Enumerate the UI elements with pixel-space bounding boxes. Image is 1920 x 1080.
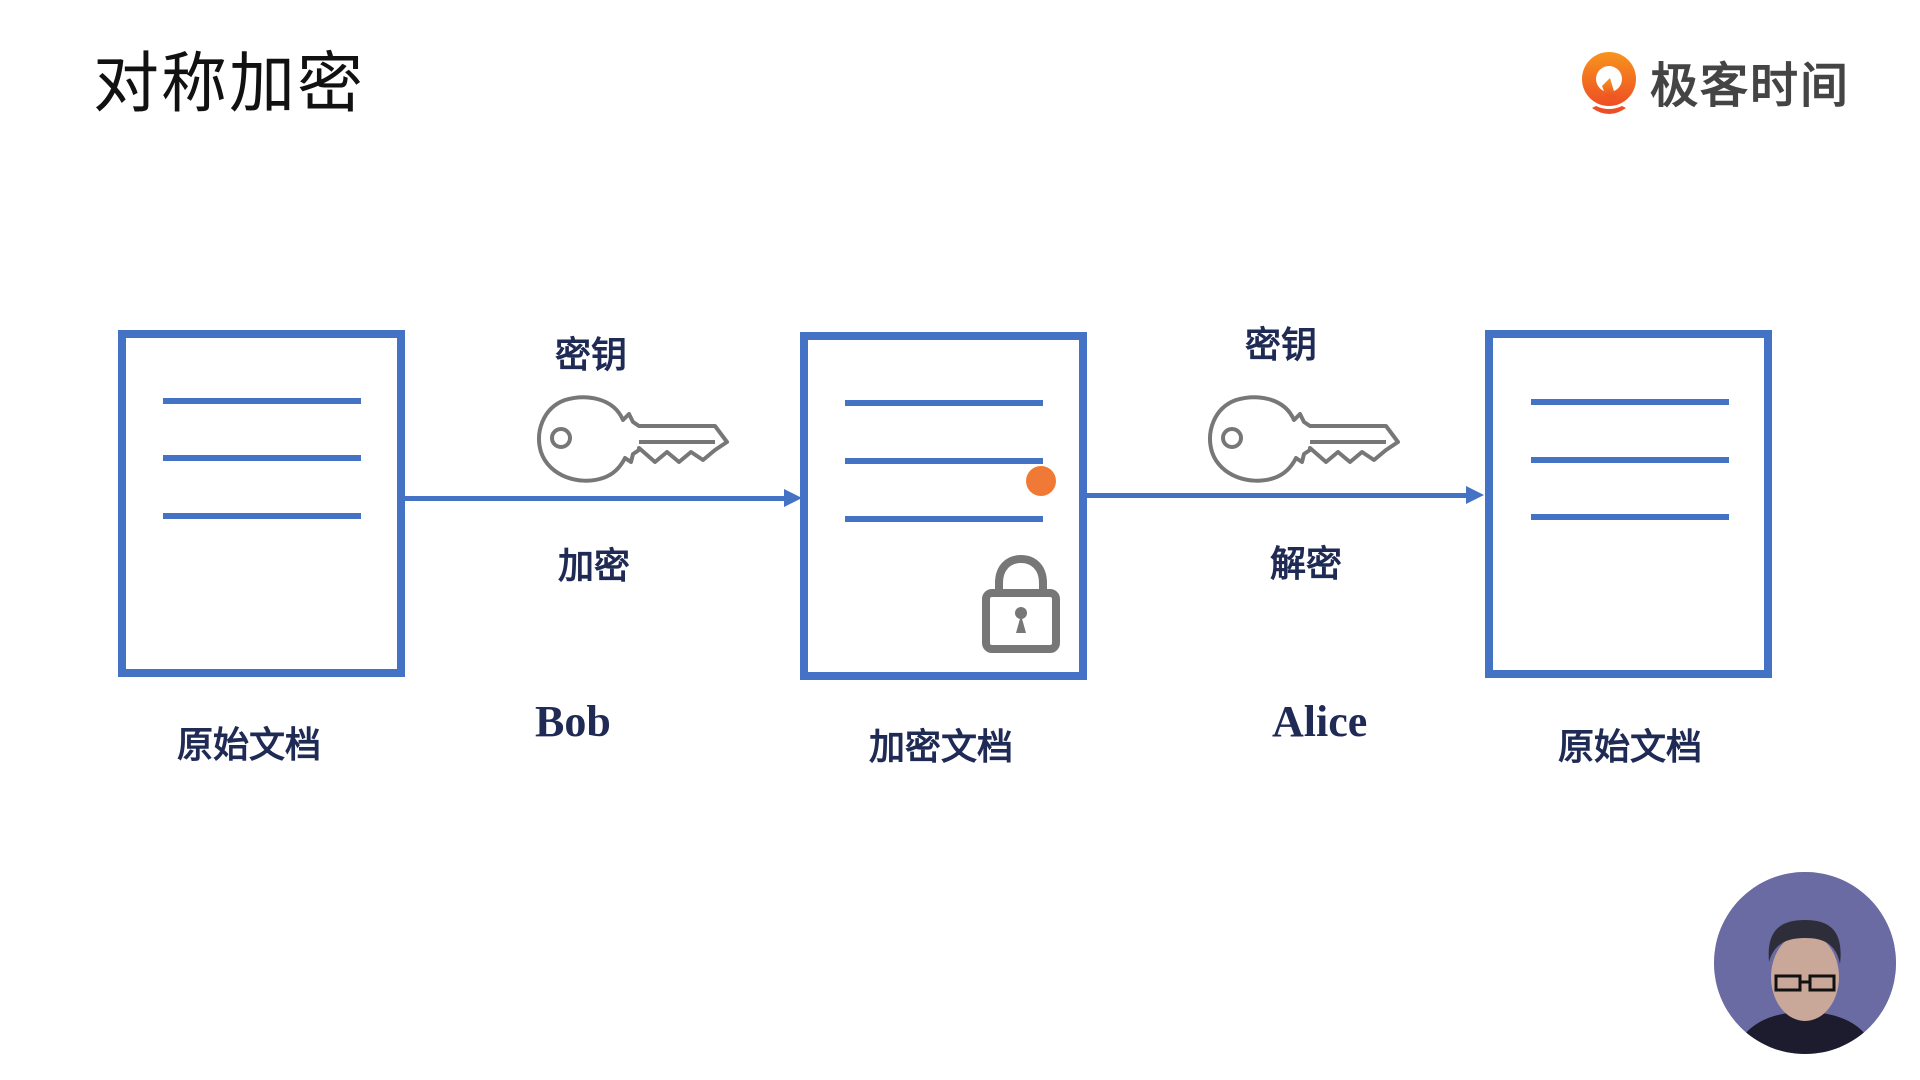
lock-icon [982, 555, 1060, 653]
document-label: 原始文档 [1558, 727, 1703, 768]
text-line [845, 458, 1043, 464]
text-line [1531, 399, 1729, 405]
arrow-head [1466, 486, 1484, 504]
key-label: 密钥 [555, 335, 628, 376]
text-line [1531, 514, 1729, 520]
key-icon [537, 395, 729, 483]
key-icon [1208, 395, 1400, 483]
text-line [1531, 457, 1729, 463]
text-line [163, 398, 361, 404]
text-line [845, 400, 1043, 406]
document-label: 加密文档 [869, 727, 1014, 768]
brand-name: 极客时间 [1650, 58, 1851, 114]
document-label: 原始文档 [177, 725, 322, 766]
document-original-left [118, 330, 405, 677]
document-encrypted [800, 332, 1087, 680]
text-line [163, 513, 361, 519]
document-original-right [1485, 330, 1772, 678]
text-line [163, 455, 361, 461]
action-label: 加密 [558, 546, 631, 587]
actor-name: Alice [1272, 697, 1368, 746]
arrow-encrypt [405, 496, 785, 501]
slide-title: 对称加密 [93, 45, 365, 122]
presenter-webcam [1714, 872, 1896, 1054]
actor-name: Bob [535, 697, 611, 746]
brand-logo-icon [1582, 52, 1636, 114]
arrow-decrypt [1087, 493, 1467, 498]
text-line [845, 516, 1043, 522]
cursor-highlight [1026, 466, 1056, 496]
key-label: 密钥 [1245, 325, 1318, 366]
action-label: 解密 [1270, 544, 1343, 585]
arrow-head [784, 489, 802, 507]
presenter-avatar-icon [1714, 872, 1896, 1054]
